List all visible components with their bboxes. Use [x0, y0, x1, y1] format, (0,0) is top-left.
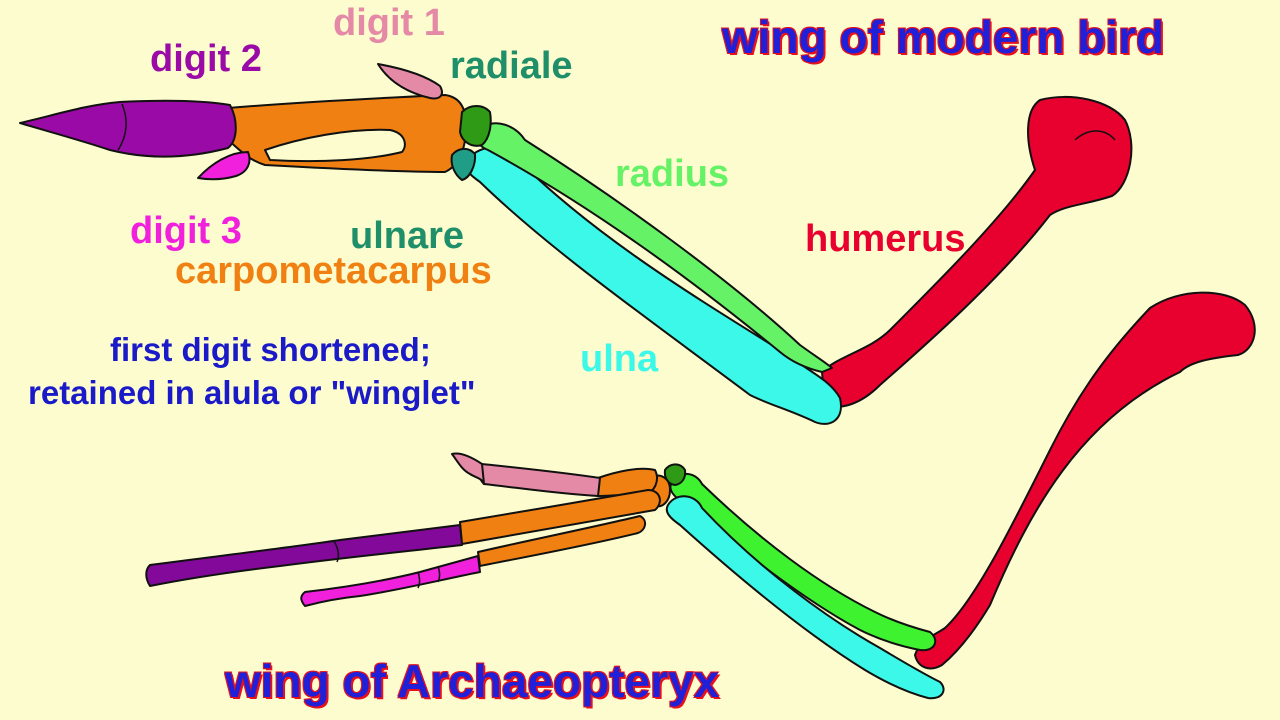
archaeopteryx-ulna	[665, 495, 945, 700]
label-ulna: ulna	[580, 338, 659, 380]
title-archaeopteryx: wing of Archaeopteryx	[225, 655, 720, 707]
archaeopteryx-digit1-phalanx	[478, 463, 601, 497]
modern-radius	[475, 122, 833, 373]
archaeopteryx-digit1-claw	[451, 452, 485, 485]
modern-humerus-head-line	[1074, 130, 1116, 141]
label-ulnare: ulnare	[350, 215, 465, 257]
archaeopteryx-digit2	[145, 524, 463, 587]
modern-ulnare	[450, 147, 477, 181]
label-humerus: humerus	[805, 218, 966, 260]
modern-carpometacarpus-gap	[264, 128, 406, 163]
label-carpometacarpus: carpometacarpus	[175, 250, 492, 292]
modern-humerus	[821, 96, 1133, 408]
label-digit2: digit 2	[150, 38, 262, 80]
modern-digit2-joint	[117, 103, 127, 151]
label-radiale: radiale	[450, 45, 573, 87]
label-digit3: digit 3	[130, 210, 242, 252]
archaeopteryx-humerus	[914, 291, 1256, 670]
archaeopteryx-digit3-joints	[417, 565, 441, 589]
archaeopteryx-metacarpal-3	[477, 515, 646, 567]
modern-digit3	[197, 151, 251, 181]
modern-digit1	[377, 63, 443, 100]
title-modern-bird: wing of modern bird	[722, 11, 1165, 63]
note-line1: first digit shortened;	[110, 331, 431, 368]
modern-radiale	[459, 105, 492, 147]
label-digit1: digit 1	[333, 2, 445, 44]
archaeopteryx-digit2-joint	[333, 540, 340, 563]
modern-digit2	[19, 99, 237, 158]
archaeopteryx-metacarpal-2	[459, 489, 661, 545]
archaeopteryx-digit3	[300, 555, 481, 607]
modern-ulna	[464, 146, 842, 425]
label-radius: radius	[615, 153, 730, 195]
note-line2: retained in alula or "winglet"	[28, 374, 476, 411]
